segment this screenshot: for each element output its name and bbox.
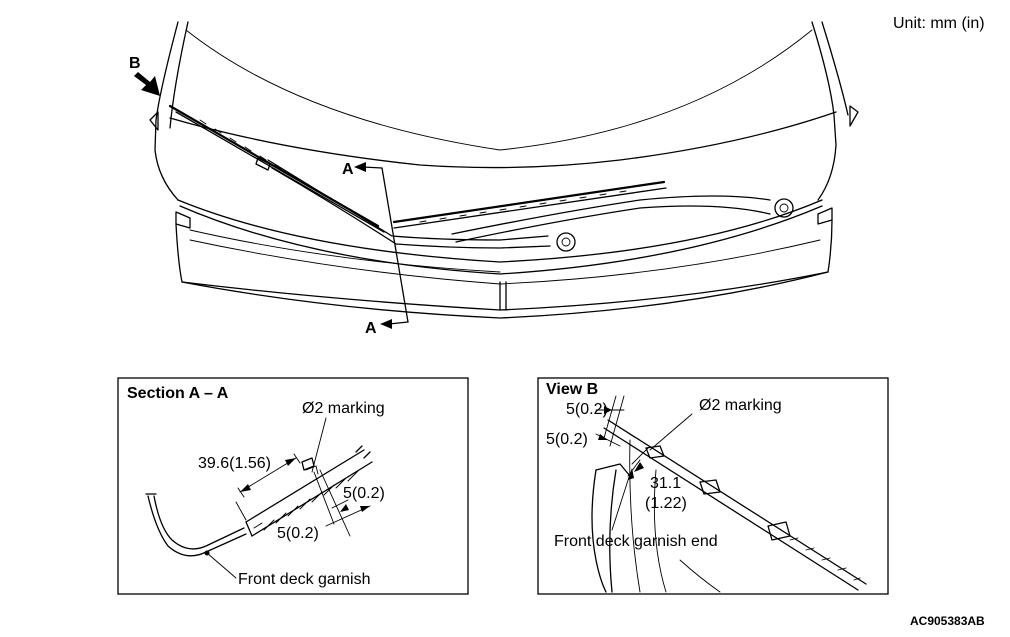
view-b-panel: View B 5(0.2): [537, 377, 889, 595]
view-b-arrow: [134, 72, 160, 96]
section-a-panel: Section A – A 39.6(1.56): [117, 377, 469, 595]
section-marker-top: A: [342, 161, 354, 178]
dim-bottom-line: [325, 505, 371, 527]
view-b-blade: [603, 419, 867, 591]
garnish-label: Front deck garnish: [238, 571, 371, 588]
garnish-leader: [206, 552, 237, 579]
section-a-title: Section A – A: [127, 385, 229, 402]
view-b-body: [591, 439, 721, 593]
section-marker-bottom: A: [365, 320, 377, 337]
view-b-dim-left: [595, 433, 621, 447]
unit-label: Unit: mm (in): [893, 15, 985, 32]
view-b-marking-leader: [649, 413, 693, 451]
vehicle-overview: A A B: [129, 21, 859, 337]
wiper-arm-right: [451, 195, 794, 243]
wiper-arm-left: [267, 159, 576, 252]
garnish-profile: [145, 493, 247, 557]
section-line-a: [354, 162, 409, 329]
view-b-marking-label: Ø2 marking: [699, 397, 782, 414]
vehicle-body-outline: [149, 21, 859, 319]
dim-bottom-label: 5(0.2): [277, 525, 319, 542]
view-b-dim-top-label: 5(0.2): [566, 401, 608, 418]
dim-39-6-line: [235, 453, 301, 521]
marking-leader: [301, 417, 327, 475]
view-b-dim-length-mm: 31.1: [650, 475, 681, 492]
figure-id: AC905383AB: [910, 614, 985, 628]
view-b-dim-length: [627, 447, 649, 477]
view-b-frame: [537, 377, 889, 595]
view-b-dim-top: [595, 395, 625, 447]
view-b-garnish-label: Front deck garnish end: [554, 533, 718, 550]
view-b-marker: B: [129, 55, 141, 72]
blade-section: [245, 445, 373, 537]
view-b-dim-left-label: 5(0.2): [546, 431, 588, 448]
wiper-blade-right: [392, 180, 667, 229]
view-b-dim-length-in: (1.22): [645, 495, 687, 512]
section-a-frame: [117, 377, 469, 595]
view-b-garnish-leader: [611, 473, 631, 531]
dim-right-label: 5(0.2): [343, 485, 385, 502]
dim-right-line: [313, 469, 351, 537]
marking-label: Ø2 marking: [302, 400, 385, 417]
view-b-title: View B: [546, 381, 598, 398]
dim-39-6-label: 39.6(1.56): [198, 455, 271, 472]
